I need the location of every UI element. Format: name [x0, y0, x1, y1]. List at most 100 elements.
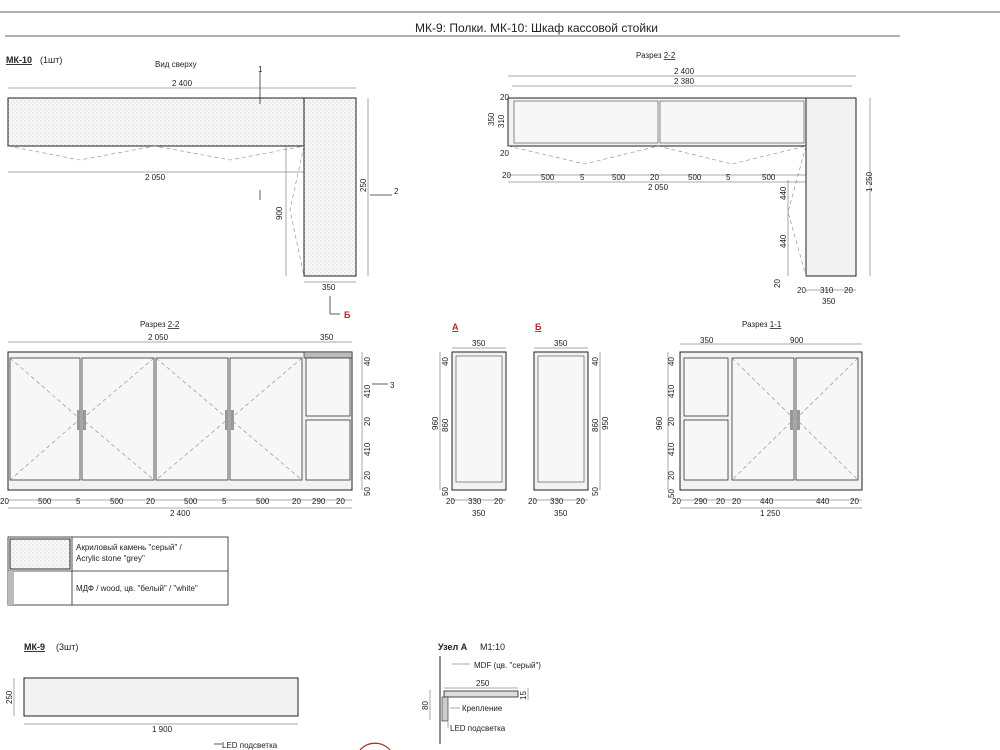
- s11-bottom: 290: [694, 497, 708, 506]
- mk9-code: МК-9: [24, 642, 45, 652]
- s11-bottom: 20: [732, 497, 741, 506]
- front-total-width: 2 400: [170, 509, 191, 518]
- s11-bottom: 440: [760, 497, 774, 506]
- door-handle: [83, 410, 86, 430]
- front-side-width: 350: [320, 333, 334, 342]
- node-mdf: MDF (цв. "серый"): [474, 661, 541, 670]
- view-a-h-inner: 860: [441, 418, 450, 432]
- legend-stone-line2: Acrylic stone "grey": [76, 554, 145, 563]
- top-view-width: 2 400: [172, 79, 193, 88]
- s11-side-width: 350: [700, 336, 714, 345]
- top-view-depth: 900: [275, 206, 284, 220]
- view-b-label: Б: [535, 322, 542, 332]
- view-a-h-total: 960: [431, 416, 440, 430]
- mk9-led: LED подсветка: [222, 741, 278, 750]
- plan-side-cabinet: [805, 97, 857, 277]
- plan-module: 500: [762, 173, 776, 182]
- node-shelf: [443, 690, 519, 698]
- mk9-height: 250: [5, 690, 14, 704]
- view-a: А 350 960 860 40 50 20 330 20 350: [431, 322, 507, 518]
- front-right: 20: [292, 497, 301, 506]
- plan-side-w: 20: [844, 286, 853, 295]
- plan-h1: 440: [779, 186, 788, 200]
- mk9-shelf: МК-9 (3шт) 250 1 900 LED подсветка: [5, 642, 391, 750]
- node-title: Узел А: [438, 642, 468, 652]
- plan-side-total: 350: [822, 297, 836, 306]
- top-view-inner-width: 2 050: [145, 173, 166, 182]
- node-scale: М1:10: [480, 642, 505, 652]
- view-a-top: 350: [472, 339, 486, 348]
- s11-door-left: [731, 357, 795, 481]
- s11-bottom: 20: [672, 497, 681, 506]
- node-thickness: 15: [519, 691, 528, 700]
- section22-plan-caption: Разрез 2-2: [636, 51, 676, 60]
- detail-circle: [359, 742, 391, 750]
- front-module: 500: [38, 497, 52, 506]
- front-right: 20: [336, 497, 345, 506]
- door-handle: [231, 410, 234, 430]
- side-shelf-upper: [305, 357, 351, 417]
- plan-edge: 20: [502, 171, 511, 180]
- plan-side-w: 20: [797, 286, 806, 295]
- legend-swatch-mdf: [10, 573, 70, 603]
- front-module: 5: [222, 497, 227, 506]
- view-a-width: 350: [472, 509, 486, 518]
- top-view: Вид сверху 2 400 2 050 900 250 350 1 2 Б: [7, 60, 399, 320]
- plan-d-total: 350: [487, 112, 496, 126]
- section-2-2-plan: Разрез 2-2 2 400 2 380 20 350 310 20 20 …: [487, 51, 874, 306]
- s11-bottom: 440: [816, 497, 830, 506]
- door-handle: [797, 410, 800, 430]
- door-left-2: [81, 357, 155, 481]
- plan-h-total: 1 250: [865, 171, 874, 192]
- top-counter-side: [303, 97, 357, 277]
- view-b-bottom: 330: [550, 497, 564, 506]
- s11-h: 410: [667, 384, 676, 398]
- front-left-edge: 20: [0, 497, 9, 506]
- front-h: 410: [363, 384, 372, 398]
- front-h: 40: [363, 357, 372, 366]
- s11-door-width: 900: [790, 336, 804, 345]
- plan-module: 500: [541, 173, 555, 182]
- front-module: 500: [110, 497, 124, 506]
- plan-d1: 20: [500, 93, 509, 102]
- door-right-2: [229, 357, 303, 481]
- front-module: 500: [256, 497, 270, 506]
- plan-d2: 310: [497, 114, 506, 128]
- door-left-1: [9, 357, 81, 481]
- section-2-2-front: Разрез 2-2 2 050 350 40 410 2: [0, 320, 395, 518]
- mk10-qty: (1шт): [40, 55, 62, 65]
- view-a-bottom: 20: [494, 497, 503, 506]
- plan-side-w: 310: [820, 286, 834, 295]
- node-width: 250: [476, 679, 490, 688]
- top-view-side-depth: 250: [359, 178, 368, 192]
- view-mark-b: Б: [344, 310, 351, 320]
- view-a-h-top: 40: [441, 357, 450, 366]
- view-a-bottom: 330: [468, 497, 482, 506]
- plan-d3: 20: [500, 149, 509, 158]
- view-a-label: А: [452, 322, 459, 332]
- view-b: Б 350 40 860 950 50 20 330 20 350: [528, 322, 610, 518]
- plan-module: 500: [688, 173, 702, 182]
- plan-module: 5: [580, 173, 585, 182]
- front-module: 5: [76, 497, 81, 506]
- view-b-h-top: 40: [591, 357, 600, 366]
- door-handle: [77, 410, 80, 430]
- mk9-width: 1 900: [152, 725, 173, 734]
- s11-h: 410: [667, 442, 676, 456]
- front-h: 410: [363, 442, 372, 456]
- view-b-bottom: 20: [528, 497, 537, 506]
- legend-swatch-stone: [9, 538, 71, 570]
- mk10-code: МК-10: [6, 55, 32, 65]
- s11-h-total: 960: [655, 416, 664, 430]
- view-a-bottom: 20: [446, 497, 455, 506]
- node-led: LED подсветка: [450, 724, 506, 733]
- door-right-1: [155, 357, 229, 481]
- s11-h: 40: [667, 357, 676, 366]
- plan-inner-width: 2 380: [674, 77, 695, 86]
- s11-shelf-lower: [683, 419, 729, 481]
- door-handle: [790, 410, 793, 430]
- front-h: 20: [363, 471, 372, 480]
- s11-h: 20: [667, 417, 676, 426]
- s11-door-right: [795, 357, 859, 481]
